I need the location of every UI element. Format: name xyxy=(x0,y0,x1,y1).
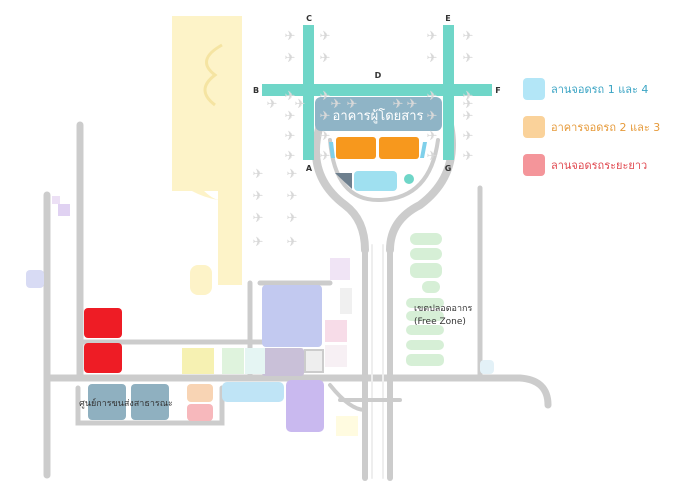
legend-label: ลานจอดรถ 1 และ 4 xyxy=(551,83,649,96)
airplane-icon: ✈ xyxy=(267,97,278,112)
concourse-g-label: G xyxy=(445,164,452,173)
airplane-icon: ✈ xyxy=(463,129,474,144)
terminal-label: อาคารผู้โดยสาร xyxy=(333,108,424,124)
airplane-icon: ✈ xyxy=(285,89,296,104)
legend: ลานจอดรถ 1 และ 4 อาคารจอดรถ 2 และ 3 ลานจ… xyxy=(523,78,688,192)
airplane-icon: ✈ xyxy=(463,149,474,164)
concourse-e-label: E xyxy=(445,14,450,23)
legend-swatch xyxy=(523,78,545,100)
parking-garage-2 xyxy=(336,137,376,159)
road-network xyxy=(43,121,552,481)
airplane-icon: ✈ xyxy=(427,149,438,164)
buildings xyxy=(26,196,494,436)
airplane-icon: ✈ xyxy=(253,167,264,182)
parking-garage-3 xyxy=(379,137,419,159)
airplane-icon: ✈ xyxy=(287,235,298,250)
transport-center-label: ศูนย์การขนส่งสาธารณะ xyxy=(79,397,173,409)
parking-lot-1 xyxy=(354,171,397,191)
airplane-icon: ✈ xyxy=(320,29,331,44)
airplane-icon: ✈ xyxy=(253,235,264,250)
concourse-a-label: A xyxy=(306,164,313,173)
airplane-icon: ✈ xyxy=(295,97,306,112)
airplane-icon: ✈ xyxy=(285,51,296,66)
airplane-icon: ✈ xyxy=(427,129,438,144)
airplane-icon: ✈ xyxy=(427,109,438,124)
parking-lot-4 xyxy=(404,174,414,184)
long-term-parking xyxy=(84,308,122,373)
airplane-icon: ✈ xyxy=(320,129,331,144)
legend-label: ลานจอดรถระยะยาว xyxy=(551,159,648,172)
legend-swatch xyxy=(523,154,545,176)
airplane-icon: ✈ xyxy=(463,109,474,124)
airplane-icon: ✈ xyxy=(320,109,331,124)
airplane-icon: ✈ xyxy=(287,167,298,182)
airplane-icon: ✈ xyxy=(253,189,264,204)
concourses xyxy=(262,25,492,160)
transport-center xyxy=(88,384,169,420)
airplane-icon: ✈ xyxy=(463,51,474,66)
airplane-icon: ✈ xyxy=(407,97,418,112)
airplane-icon: ✈ xyxy=(285,29,296,44)
legend-swatch xyxy=(523,116,545,138)
aircraft-icons: ✈✈✈✈✈✈✈✈✈✈✈✈✈✈✈✈✈✈✈✈✈✈✈✈✈✈✈✈✈✈✈✈✈✈✈✈✈✈✈ xyxy=(253,29,474,250)
airplane-icon: ✈ xyxy=(427,89,438,104)
airplane-icon: ✈ xyxy=(463,97,474,112)
runway-area xyxy=(172,16,242,295)
airplane-icon: ✈ xyxy=(427,29,438,44)
airplane-icon: ✈ xyxy=(287,189,298,204)
airplane-icon: ✈ xyxy=(331,97,342,112)
concourse-f-label: F xyxy=(495,86,500,95)
airplane-icon: ✈ xyxy=(285,149,296,164)
airplane-icon: ✈ xyxy=(253,211,264,226)
concourse-d-label: D xyxy=(375,71,382,80)
free-zone-label: เขตปลอดอากร xyxy=(414,304,472,314)
legend-item-long-term-parking: ลานจอดรถระยะยาว xyxy=(523,154,688,176)
airplane-icon: ✈ xyxy=(393,97,404,112)
airplane-icon: ✈ xyxy=(463,29,474,44)
free-zone-blocks xyxy=(406,233,444,366)
concourse-letters: C E D B F A G xyxy=(253,14,501,173)
taxiway-curve xyxy=(203,43,223,107)
concourse-c-label: C xyxy=(306,14,312,23)
concourse-b-label: B xyxy=(253,86,259,95)
airplane-icon: ✈ xyxy=(320,89,331,104)
airplane-icon: ✈ xyxy=(463,89,474,104)
airplane-icon: ✈ xyxy=(287,211,298,226)
airplane-icon: ✈ xyxy=(320,51,331,66)
parking-garages xyxy=(329,137,427,159)
airplane-icon: ✈ xyxy=(320,149,331,164)
airplane-icon: ✈ xyxy=(285,129,296,144)
airplane-icon: ✈ xyxy=(285,109,296,124)
legend-item-parking-garage-2-3: อาคารจอดรถ 2 และ 3 xyxy=(523,116,688,138)
free-zone-label-en: (Free Zone) xyxy=(414,317,466,327)
legend-label: อาคารจอดรถ 2 และ 3 xyxy=(551,121,661,134)
legend-item-parking-1-4: ลานจอดรถ 1 และ 4 xyxy=(523,78,688,100)
terminal-wedge xyxy=(335,173,352,189)
airplane-icon: ✈ xyxy=(427,51,438,66)
airplane-icon: ✈ xyxy=(347,97,358,112)
